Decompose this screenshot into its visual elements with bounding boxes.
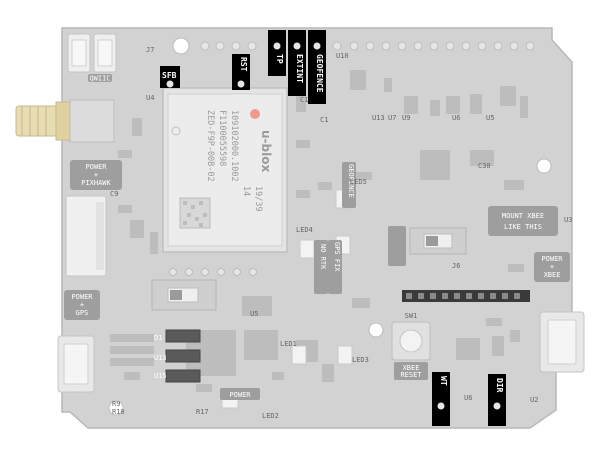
power-xbee-label: POWER + XBEE — [534, 252, 570, 282]
usb-connector-left — [57, 335, 95, 393]
svg-text:RST: RST — [239, 57, 248, 72]
svg-text:J6: J6 — [452, 262, 460, 270]
svg-text:XBEE: XBEE — [403, 364, 420, 372]
svg-text:XBEE: XBEE — [544, 271, 561, 279]
svg-text:U13: U13 — [372, 114, 385, 122]
ublox-logo-dot — [250, 109, 260, 119]
svg-text:LED5: LED5 — [350, 178, 367, 186]
module-date-1: 14 — [241, 186, 251, 196]
svg-text:RESET: RESET — [400, 371, 422, 379]
svg-text:LED1: LED1 — [280, 340, 297, 348]
mounting-holes — [108, 37, 552, 416]
svg-text:POWER: POWER — [71, 293, 93, 301]
module-line-3: 109102000.1002 — [229, 110, 239, 182]
sw1-label: SW1 — [405, 312, 418, 320]
qwiic-connectors: QWIIC — [67, 33, 117, 83]
pin-wt: WT — [432, 372, 450, 426]
svg-text:U7: U7 — [388, 114, 396, 122]
svg-text:U6: U6 — [452, 114, 460, 122]
svg-text:U2: U2 — [530, 396, 538, 404]
svg-text:LED3: LED3 — [352, 356, 369, 364]
svg-text:SFB: SFB — [162, 71, 177, 80]
svg-text:U10: U10 — [336, 52, 349, 60]
svg-text:U13: U13 — [154, 354, 167, 362]
svg-text:C1: C1 — [320, 116, 328, 124]
svg-text:U3: U3 — [564, 216, 572, 224]
module-bottom-pads — [169, 268, 257, 276]
power-gps-label: POWER + GPS — [64, 290, 100, 320]
svg-text:U5: U5 — [250, 310, 258, 318]
pin-extint: EXTINT — [288, 30, 306, 96]
top-pad-row — [200, 41, 535, 51]
svg-text:C30: C30 — [478, 162, 491, 170]
svg-text:DIR: DIR — [495, 378, 504, 393]
svg-text:C10: C10 — [300, 96, 313, 104]
svg-text:POWER: POWER — [541, 255, 563, 263]
svg-text:GPS FIX: GPS FIX — [333, 242, 341, 272]
svg-text:J7: J7 — [146, 46, 154, 54]
svg-text:MOUNT XBEE: MOUNT XBEE — [502, 212, 544, 220]
mount-xbee-label: MOUNT XBEE LIKE THIS — [488, 206, 558, 236]
svg-text:PIXHAWK: PIXHAWK — [81, 179, 111, 187]
svg-text:U6: U6 — [464, 394, 472, 402]
gnss-module: u-blox ZED-F9P-00B-02 F1100055598 109102… — [162, 87, 288, 253]
qwiic-label: QWIIC — [89, 75, 110, 83]
svg-text:R17: R17 — [196, 408, 209, 416]
xbee-to-ublox-label — [388, 226, 406, 266]
svg-text:+: + — [94, 171, 98, 179]
xbee-header-strip — [402, 290, 530, 302]
svg-text:+: + — [80, 301, 84, 309]
svg-text:TP: TP — [275, 54, 284, 64]
module-line-2: F1100055598 — [217, 110, 227, 166]
svg-text:GEOFENCE: GEOFENCE — [315, 54, 324, 93]
svg-text:GPS: GPS — [76, 309, 89, 317]
svg-text:U9: U9 — [402, 114, 410, 122]
svg-text:C9: C9 — [110, 190, 118, 198]
slide-switch-left — [151, 279, 217, 311]
svg-text:U15: U15 — [154, 372, 167, 380]
pin-sfb: SFB — [160, 66, 180, 88]
pin-rst: RST — [232, 54, 250, 90]
module-line-1: ZED-F9P-00B-02 — [205, 110, 215, 182]
svg-text:GEOFENCE: GEOFENCE — [347, 164, 355, 198]
svg-text:WT: WT — [439, 376, 448, 386]
svg-text:POWER: POWER — [229, 391, 251, 399]
svg-text:D1: D1 — [154, 334, 162, 342]
power-pixhawk-label: POWER + PIXHAWK — [70, 160, 122, 190]
svg-text:LED2: LED2 — [262, 412, 279, 420]
power-diodes: D1 U13 U15 — [154, 329, 201, 383]
module-date-2: 19/39 — [253, 186, 263, 212]
silkscreen-labels: GPS FIX NO RTK GEOFENCE POWER LED5 LED4 … — [110, 46, 572, 420]
svg-text:R10: R10 — [112, 408, 125, 416]
svg-text:R9: R9 — [112, 400, 120, 408]
svg-text:LED4: LED4 — [296, 226, 313, 234]
xbee-ublox-switch — [409, 227, 467, 255]
svg-text:U4: U4 — [146, 94, 154, 102]
svg-text:LIKE THIS: LIKE THIS — [504, 223, 542, 231]
pin-geofence: GEOFENCE — [308, 30, 326, 104]
svg-text:POWER: POWER — [85, 163, 107, 171]
svg-text:NO RTK: NO RTK — [319, 244, 327, 270]
pin-dir: DIR — [488, 374, 506, 426]
usb-connector-right — [539, 311, 585, 373]
svg-text:EXTINT: EXTINT — [295, 54, 304, 83]
pin-tp: TP — [268, 30, 286, 76]
xbee-reset-button: XBEE RESET SW1 — [391, 312, 431, 380]
svg-text:+: + — [550, 263, 554, 271]
pixhawk-connector — [65, 195, 107, 277]
svg-text:U5: U5 — [486, 114, 494, 122]
sma-connector — [15, 99, 115, 143]
ublox-brand: u-blox — [259, 130, 273, 172]
